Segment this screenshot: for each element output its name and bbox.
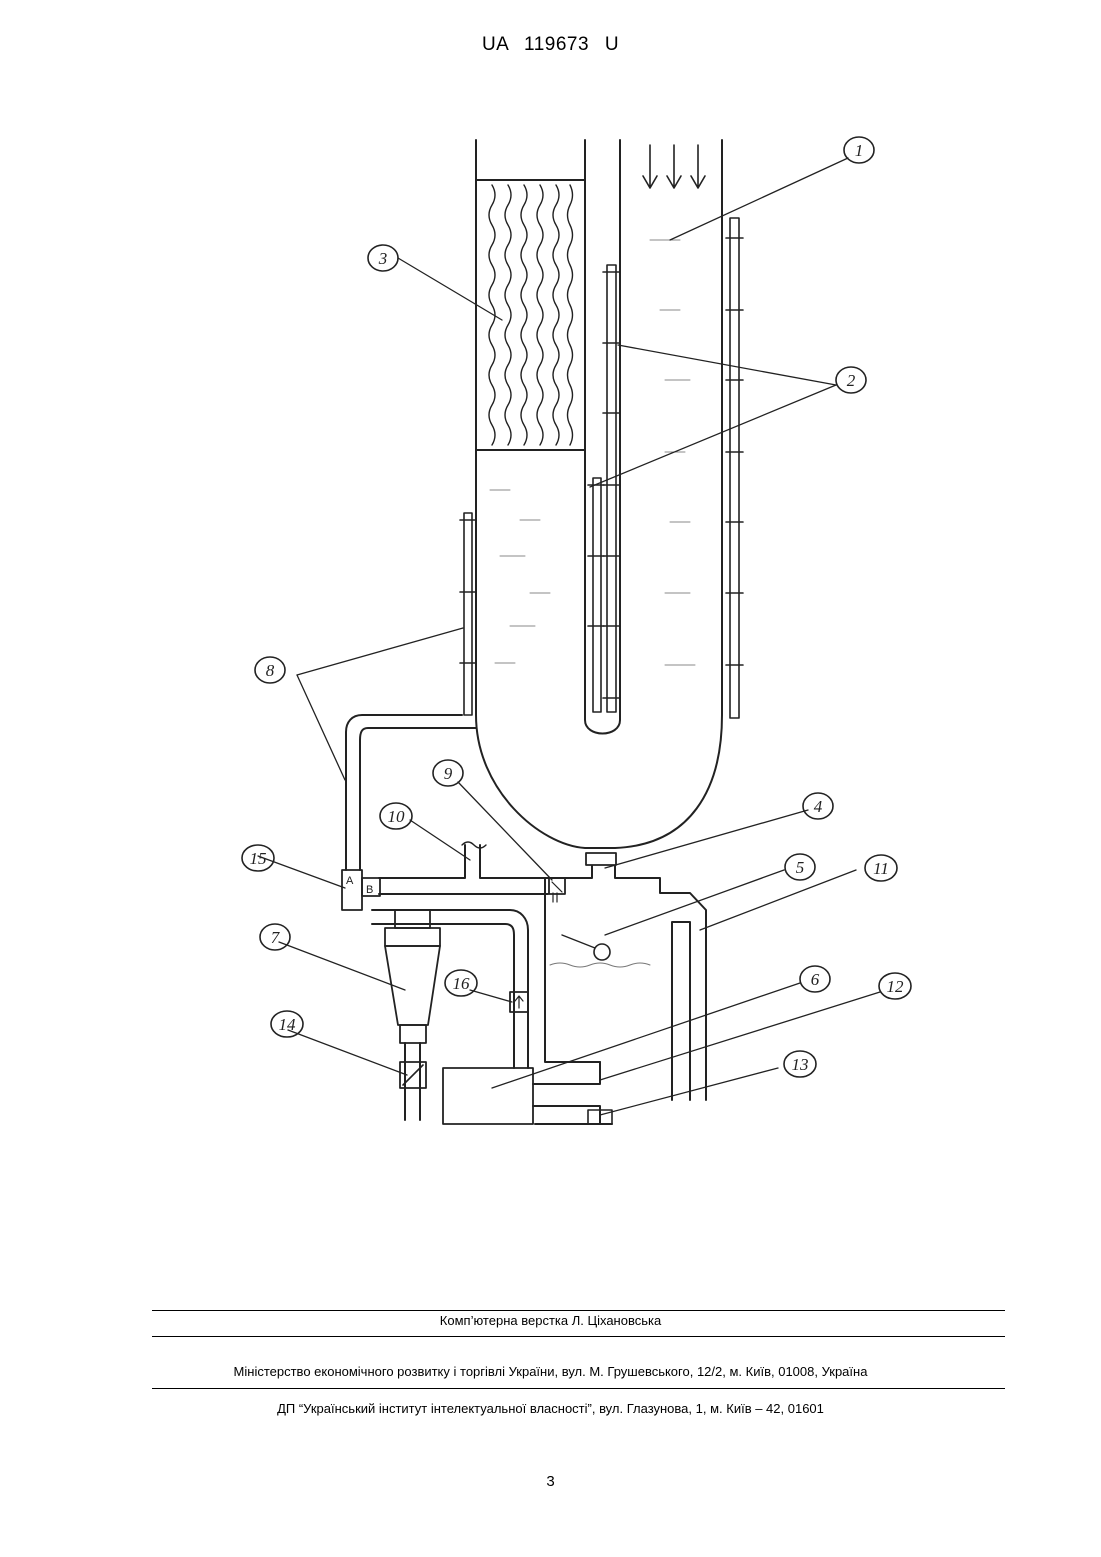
label-2: 2	[847, 371, 856, 390]
label-9: 9	[444, 764, 453, 783]
footer-layout-credit: Комп’ютерна верстка Л. Ціхановська	[0, 1313, 1101, 1328]
label-1: 1	[855, 141, 864, 160]
label-6: 6	[811, 970, 820, 989]
label-11: 11	[873, 859, 889, 878]
footer-ministry: Міністерство економічного розвитку і тор…	[0, 1364, 1101, 1379]
callout-numbers: 1 2 3 4 5 6 7 8 9 10 11 12 13 14 15 16	[250, 141, 905, 1074]
label-14: 14	[279, 1015, 297, 1034]
footer-rule-top	[152, 1310, 1005, 1311]
valve-16	[510, 992, 528, 1012]
separator-vessel	[545, 853, 706, 1100]
valve-14	[400, 1062, 426, 1088]
callout-labels	[242, 137, 911, 1077]
footer-rule-middle	[152, 1336, 1005, 1337]
label-7: 7	[271, 928, 281, 947]
label-15: 15	[250, 849, 267, 868]
label-8: 8	[266, 661, 275, 680]
block-6	[443, 1062, 612, 1124]
central-tube	[585, 140, 620, 734]
valve-15: A B	[342, 870, 380, 910]
column-outer-walls	[476, 140, 722, 848]
footer-rule-bottom	[152, 1388, 1005, 1389]
valve-letter-b: B	[366, 884, 373, 896]
valve-letter-a: A	[346, 875, 354, 887]
label-10: 10	[388, 807, 406, 826]
label-5: 5	[796, 858, 805, 877]
flow-arrows	[643, 145, 705, 188]
patent-drawing: A B	[230, 125, 930, 1130]
label-16: 16	[453, 974, 471, 993]
valve-9	[549, 878, 565, 902]
label-13: 13	[792, 1055, 809, 1074]
label-3: 3	[378, 249, 388, 268]
page-number: 3	[0, 1473, 1101, 1490]
label-4: 4	[814, 797, 823, 816]
footer-institute: ДП “Український інститут інтелектуальної…	[0, 1401, 1101, 1416]
label-12: 12	[887, 977, 905, 996]
document-header: UA 119673 U	[0, 34, 1101, 56]
